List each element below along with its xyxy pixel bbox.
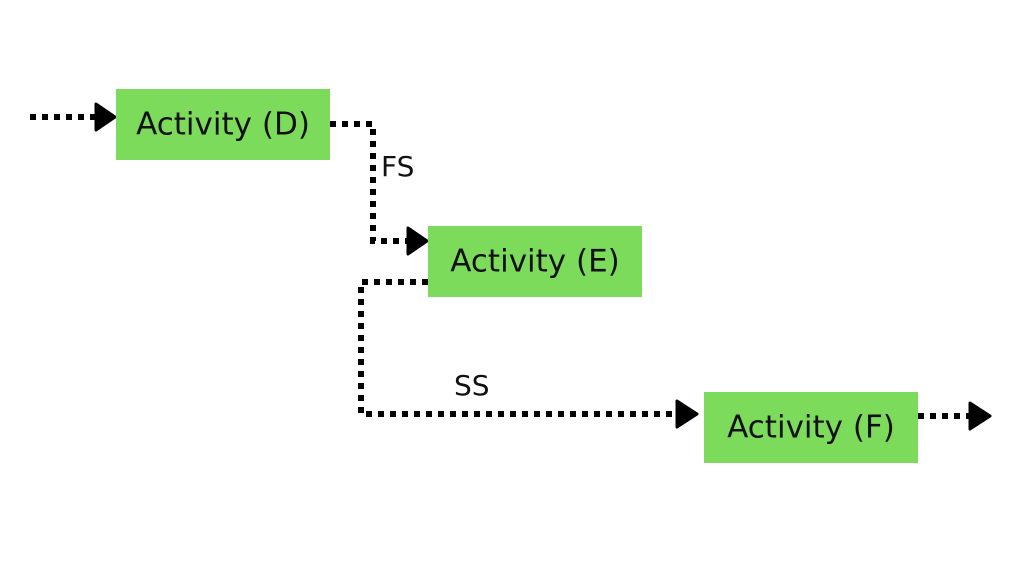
- ss-connector: [358, 279, 677, 417]
- activity-f-node: Activity (F): [704, 392, 918, 463]
- ss-relationship-label: SS: [454, 369, 490, 402]
- activity-f-label: Activity (F): [727, 410, 895, 446]
- fs-connector: [330, 121, 408, 244]
- activity-e-label: Activity (E): [450, 244, 620, 280]
- activity-e-box: [428, 226, 642, 297]
- arrowhead-into-e: [406, 226, 429, 256]
- activity-e-node: Activity (E): [428, 226, 642, 297]
- activity-f-box: [704, 392, 918, 463]
- arrowhead-into-f: [675, 399, 699, 429]
- fs-relationship-label: FS: [381, 150, 414, 183]
- arrowhead-out-of-f: [968, 401, 992, 431]
- activity-d-box: [116, 89, 330, 160]
- activity-d-label: Activity (D): [136, 107, 310, 143]
- arrowhead-into-d: [94, 102, 117, 132]
- activity-d-node: Activity (D): [116, 89, 330, 160]
